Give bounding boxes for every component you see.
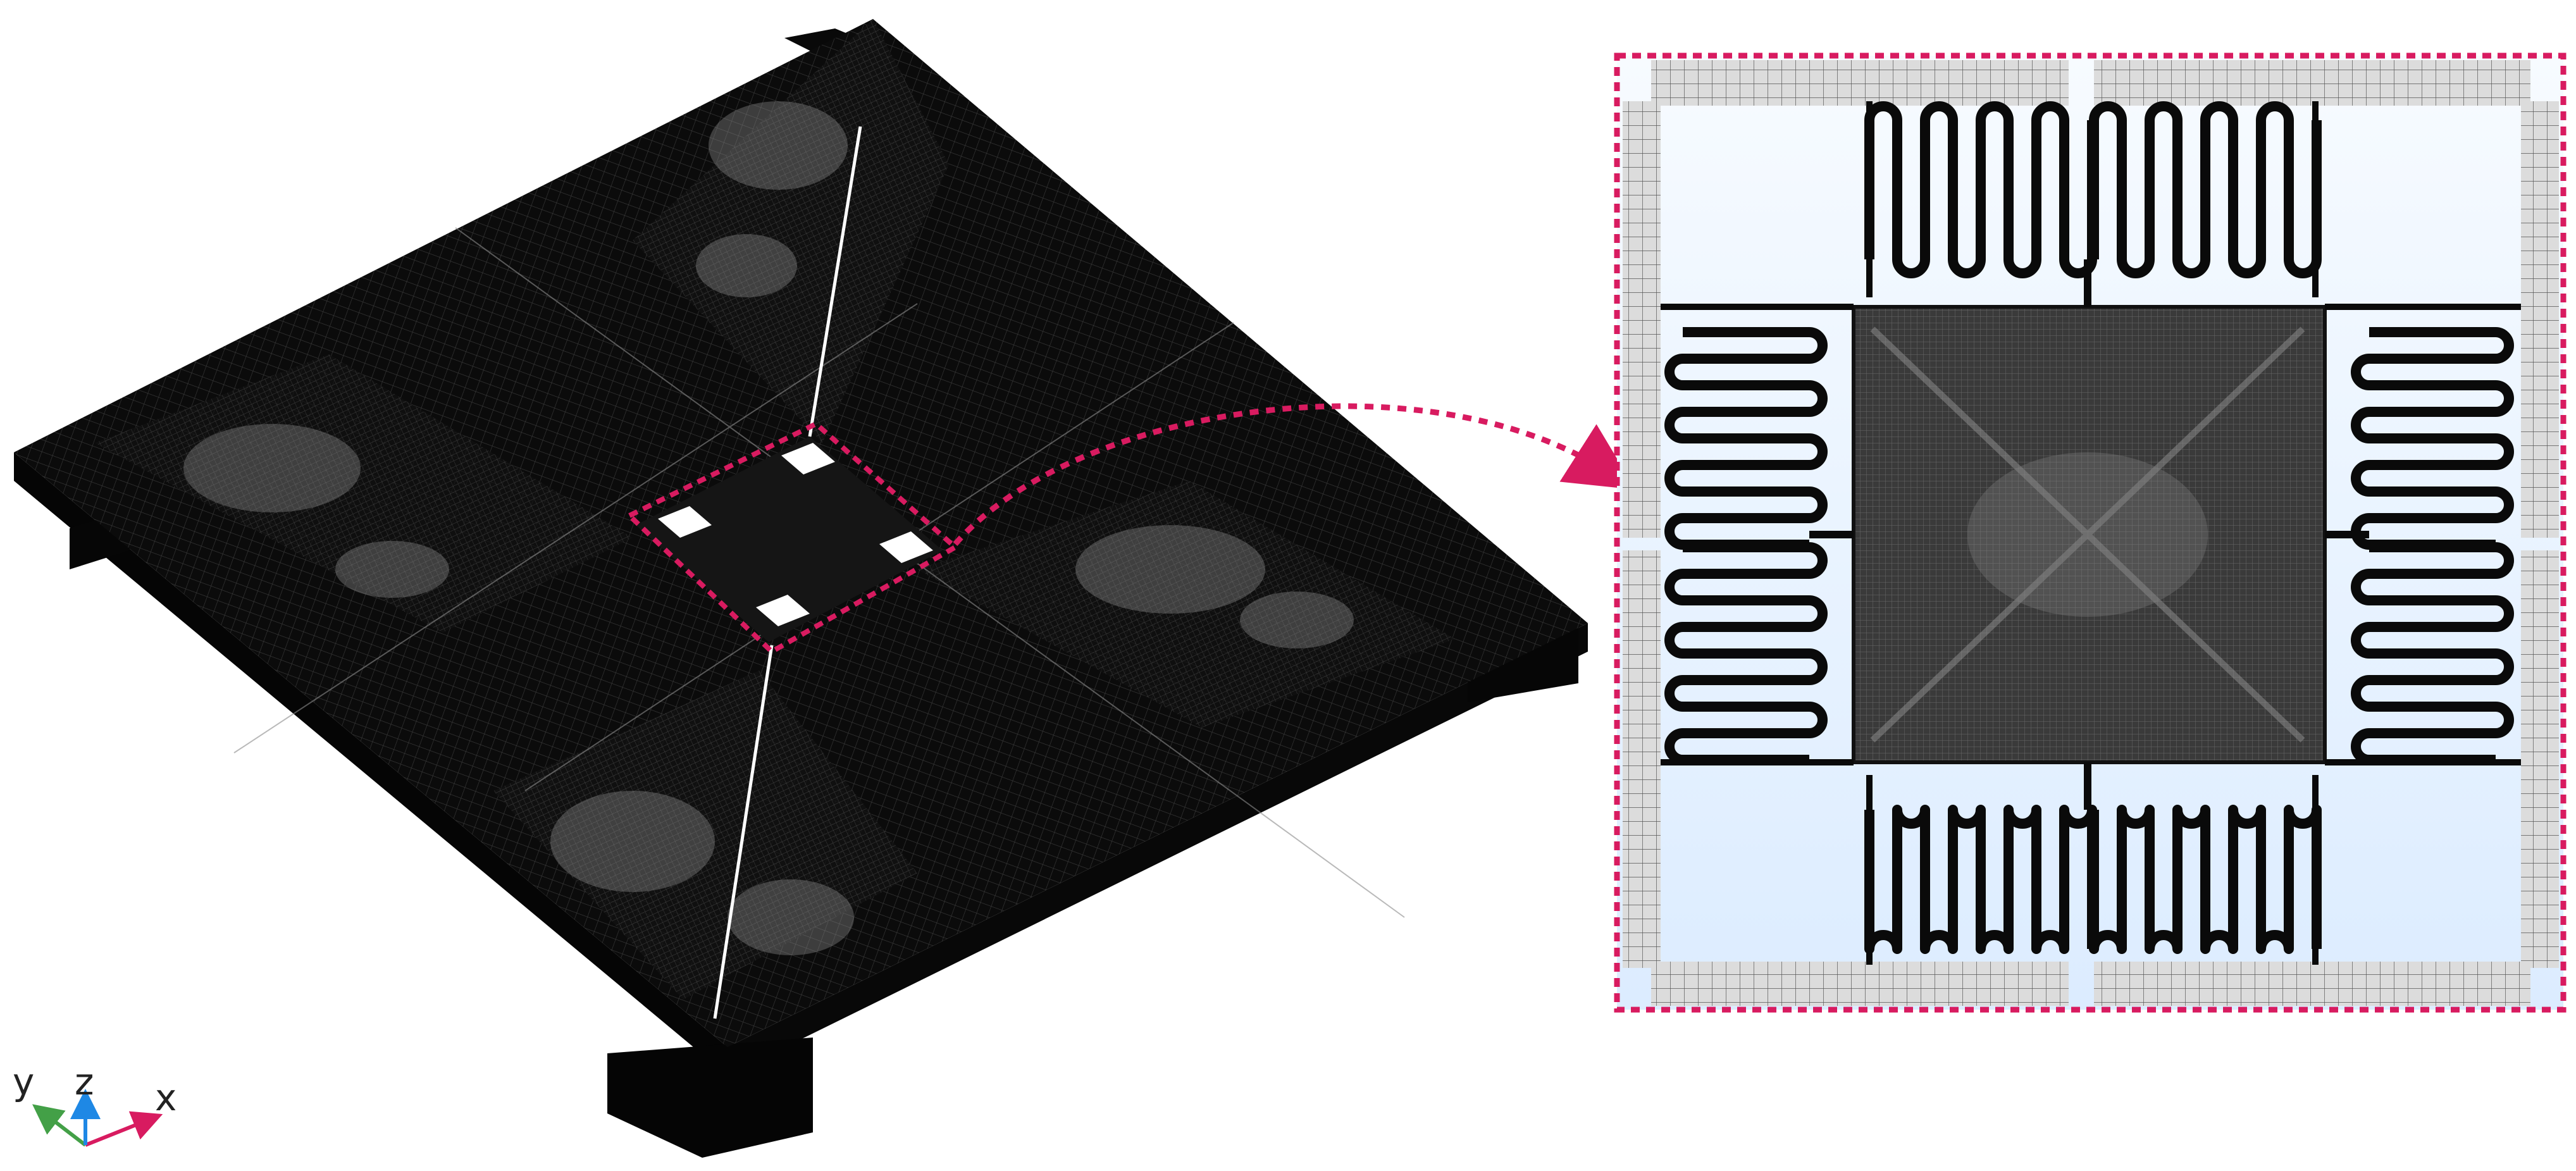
spring-right-lower-trace <box>2351 542 2514 765</box>
serpentine-spring-bottom <box>1864 805 2322 954</box>
axis-y-label: y <box>13 1060 34 1103</box>
plate-side-left <box>14 452 728 1075</box>
frame-band-top-left <box>1651 60 2069 106</box>
mesh-band-right <box>917 481 1455 728</box>
axis-x-arrow <box>84 1111 163 1147</box>
spring-left-upper-trace <box>1664 327 1828 550</box>
anchor-opening-left <box>658 506 712 538</box>
frame-band-right-bottom <box>2521 550 2559 968</box>
proof-mass-diagonal-features <box>1870 326 2305 743</box>
serpentine-spring-right <box>2351 327 2514 765</box>
iso-highlight-box <box>625 421 960 655</box>
axis-z-label: z <box>75 1060 94 1103</box>
spring-left-lower-trace <box>1664 542 1828 765</box>
mesh-speckle <box>183 101 1354 955</box>
axis-y-arrow <box>32 1104 87 1147</box>
spring-anchors <box>1809 259 2369 810</box>
axis-triad: x y z <box>13 1060 176 1147</box>
spring-top-right-trace <box>2089 101 2322 278</box>
center-region-iso <box>636 437 943 642</box>
anchor-opening-right <box>879 531 933 563</box>
zoom-connector-arrow <box>953 403 1636 546</box>
inset-top-view <box>1614 53 2567 1013</box>
isometric-device-view <box>14 19 1588 1158</box>
plate-side-right <box>728 623 1588 1075</box>
spring-bottom-right-trace <box>2089 805 2322 954</box>
frame-anchor-lines <box>1661 101 2521 965</box>
spring-right-upper-trace <box>2351 327 2514 550</box>
slit-lower <box>713 645 774 1019</box>
frame-band-left-bottom <box>1623 550 1661 968</box>
frame-band-bottom-left <box>1651 962 2069 1006</box>
frame-band-top-right <box>2094 60 2530 106</box>
mesh-band-lower <box>493 671 917 1000</box>
corner-pad-front <box>607 1038 813 1158</box>
frame-band-left-top <box>1623 101 1661 538</box>
slit-upper <box>808 126 862 437</box>
center-proof-mass-iso <box>636 437 943 642</box>
frame-band-bottom-right <box>2094 962 2530 1006</box>
inset-highlight-border <box>1614 53 2567 1013</box>
axis-x-label: x <box>155 1076 176 1119</box>
frame-band-right-top <box>2521 101 2559 538</box>
serpentine-spring-top <box>1864 101 2322 278</box>
spring-bottom-left-trace <box>1864 805 2097 954</box>
anchor-opening-bottom <box>756 595 810 626</box>
mesh-band-upper <box>633 19 949 443</box>
serpentine-spring-left <box>1664 327 1828 765</box>
spring-top-left-trace <box>1864 101 2097 278</box>
anchor-opening-top <box>781 443 835 474</box>
proof-mass-center-texture <box>1967 452 2208 617</box>
mesh-band-left <box>95 354 633 633</box>
